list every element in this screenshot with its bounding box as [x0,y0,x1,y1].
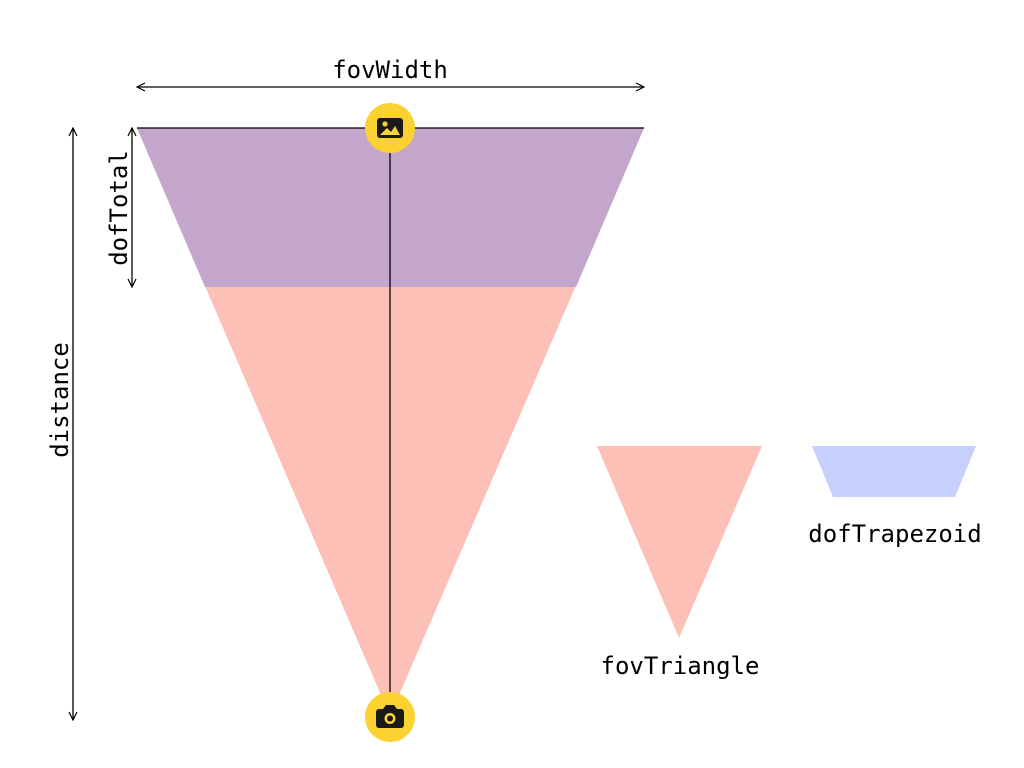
camera-icon [365,692,415,742]
dof-total-label: dofTotal [105,150,133,266]
dof-trapezoid-legend-shape [812,446,976,497]
distance-label: distance [46,342,74,458]
fov-width-label: fovWidth [332,56,448,84]
fov-triangle-legend-label: fovTriangle [601,652,760,680]
dof-trapezoid-legend-label: dofTrapezoid [808,520,981,548]
fov-triangle-legend-shape [597,446,762,638]
image-icon [365,103,415,153]
